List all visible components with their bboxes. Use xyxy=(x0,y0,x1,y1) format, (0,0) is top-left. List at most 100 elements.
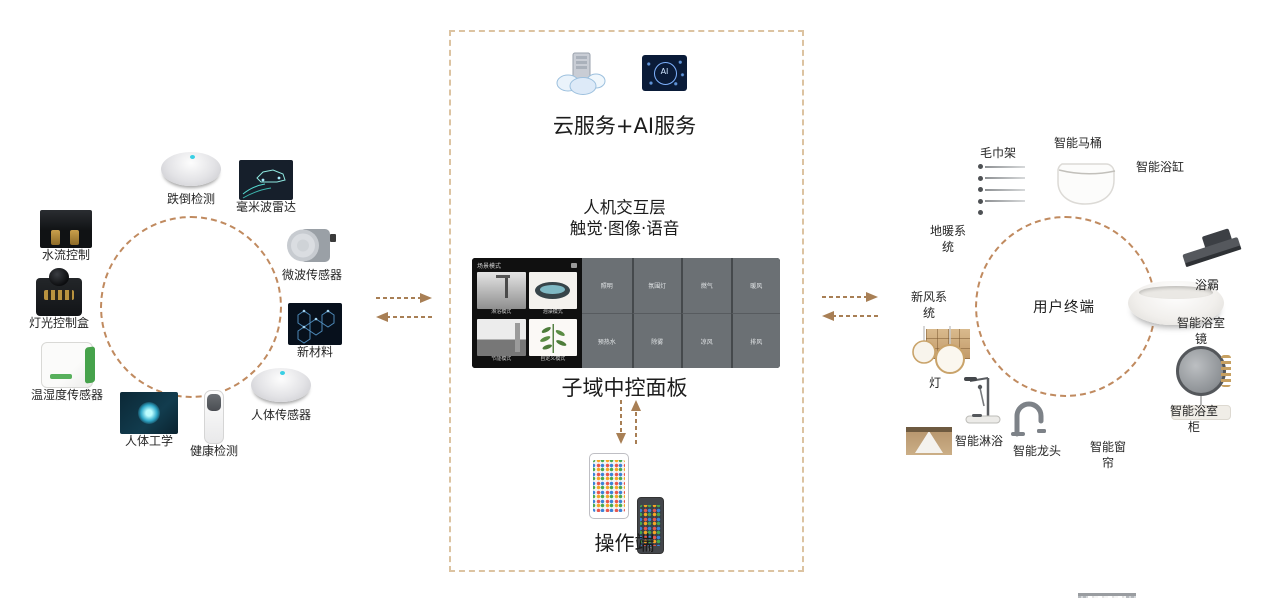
bathroom-mirror-icon xyxy=(1176,346,1231,396)
mirror-stem xyxy=(1200,396,1202,405)
human-presence-sensor-icon xyxy=(251,368,311,408)
fresh-air-system-icon xyxy=(906,427,952,455)
control-panel-image: 场景模式 淋浴模式 泡澡模式 节能模式 xyxy=(472,258,780,368)
scene-tile-caption: 自定义模式 xyxy=(540,356,566,362)
scene-tile-grid: 淋浴模式 泡澡模式 节能模式 xyxy=(477,272,577,363)
ai-network-icon xyxy=(642,55,687,91)
device-label: 人体工学 xyxy=(124,434,173,448)
scene-mode-panel: 场景模式 淋浴模式 泡澡模式 节能模式 xyxy=(472,258,582,368)
mmwave-radar-icon xyxy=(239,160,293,200)
device-label: 智能浴室镜 xyxy=(1176,316,1225,346)
shower-thumb-image xyxy=(477,272,526,309)
device-label: 地暖系统 xyxy=(929,224,966,254)
device-light-control-box: 灯光控制盒 xyxy=(28,268,90,332)
panel-button[interactable]: 除雾 xyxy=(631,313,681,368)
panel-button-grid: 照明 氛围灯 燃气 暖风 预热水 除雾 凉风 排风 xyxy=(582,258,780,368)
panel-button[interactable]: 排风 xyxy=(730,313,780,368)
device-health-monitor: 健康检测 xyxy=(186,390,242,460)
panel-button[interactable]: 照明 xyxy=(600,283,613,290)
arrow-center-to-right-icon xyxy=(822,292,878,302)
plant-thumb-image xyxy=(528,319,577,356)
device-label: 智能淋浴 xyxy=(954,434,1003,448)
scene-tile-shower[interactable]: 淋浴模式 xyxy=(477,272,526,316)
smart-curtain-icon xyxy=(1078,593,1136,598)
device-label: 智能窗帘 xyxy=(1089,440,1126,470)
smart-toilet-icon xyxy=(1057,163,1116,205)
scene-tile-bath[interactable]: 泡澡模式 xyxy=(528,272,577,316)
bathtub-thumb-image xyxy=(528,272,577,309)
device-label: 微波传感器 xyxy=(281,268,342,282)
bathroom-cabinet-icon xyxy=(1171,405,1231,420)
scene-header-label: 场景模式 xyxy=(477,263,502,270)
microwave-sensor-icon xyxy=(287,229,336,262)
device-label: 人体传感器 xyxy=(250,408,311,422)
health-monitor-icon xyxy=(204,390,224,444)
scene-tile-eco[interactable]: 节能模式 xyxy=(477,319,526,363)
interaction-layer-title: 人机交互层 触觉·图像·语音 xyxy=(449,198,800,239)
light-control-box-icon xyxy=(36,268,82,316)
device-label: 智能浴缸 xyxy=(1135,160,1184,174)
device-water-flow-control: 水流控制 xyxy=(38,210,94,264)
arrow-left-to-center-icon xyxy=(376,293,432,303)
center-domain-box xyxy=(449,30,804,572)
left-sensor-circle xyxy=(100,216,282,398)
device-label: 跌倒检测 xyxy=(166,192,215,206)
menu-icon xyxy=(571,263,577,268)
smart-bathtub-icon xyxy=(1128,281,1224,325)
panel-button[interactable]: 凉风 xyxy=(681,313,731,368)
user-terminal-label: 用户终端 xyxy=(1033,300,1095,316)
smart-shower-icon xyxy=(964,377,1001,424)
panel-button[interactable]: 预热水 xyxy=(582,313,632,368)
scene-panel-header: 场景模式 xyxy=(477,261,577,270)
device-label: 智能浴室柜 xyxy=(1169,404,1218,434)
smart-faucet-icon xyxy=(1011,401,1046,437)
device-label: 浴霸 xyxy=(1194,278,1219,292)
arrow-right-to-center-icon xyxy=(822,311,878,321)
device-label: 毛巾架 xyxy=(979,146,1016,160)
cloud-ai-title: 云服务+AI服务 xyxy=(552,114,697,138)
bathroom-thumb-image xyxy=(477,319,526,356)
subdomain-panel-title: 子域中控面板 xyxy=(561,376,688,400)
device-label: 温湿度传感器 xyxy=(30,388,103,402)
device-mmwave-radar: 毫米波雷达 xyxy=(234,160,298,216)
arrow-panel-to-operator-icon xyxy=(616,400,626,444)
panel-button[interactable]: 暖风 xyxy=(730,258,781,313)
device-label: 智能马桶 xyxy=(1053,136,1102,150)
arrow-center-to-left-icon xyxy=(376,312,432,322)
device-label: 毫米波雷达 xyxy=(235,200,296,214)
device-label: 健康检测 xyxy=(189,444,238,458)
scene-tile-caption: 淋浴模式 xyxy=(491,309,512,315)
panel-button[interactable]: 燃气 xyxy=(681,258,731,313)
device-human-presence-sensor: 人体传感器 xyxy=(250,368,312,424)
device-temp-humidity-sensor: 温湿度传感器 xyxy=(30,342,104,404)
scene-tile-caption: 泡澡模式 xyxy=(542,309,563,315)
device-label: 新材料 xyxy=(296,345,333,359)
device-label: 新风系统 xyxy=(910,290,947,320)
panel-button[interactable]: 氛围灯 xyxy=(631,258,682,313)
cloud-server-icon xyxy=(556,52,606,95)
interaction-layer-line2: 触觉·图像·语音 xyxy=(569,218,680,238)
device-label: 灯光控制盒 xyxy=(28,316,89,330)
pendant-lamp-icon xyxy=(912,326,965,374)
new-material-icon xyxy=(288,303,342,345)
bathroom-heater-icon xyxy=(1182,228,1242,267)
device-new-material: 新材料 xyxy=(288,303,342,361)
device-label: 灯 xyxy=(928,376,941,390)
device-label: 智能龙头 xyxy=(1012,444,1061,458)
operator-title: 操作端 xyxy=(594,531,655,555)
scene-tile-custom[interactable]: 自定义模式 xyxy=(528,319,577,363)
ergonomics-icon xyxy=(120,392,178,434)
device-microwave-sensor: 微波传感器 xyxy=(280,224,344,284)
water-flow-controller-icon xyxy=(40,210,92,248)
arrow-operator-to-panel-icon xyxy=(631,400,641,444)
fall-detection-sensor-icon xyxy=(161,152,221,192)
device-fall-detection: 跌倒检测 xyxy=(152,152,230,208)
smart-mirror-cabinet-icon xyxy=(1171,346,1231,420)
device-ergonomics: 人体工学 xyxy=(120,392,178,450)
interaction-layer-line1: 人机交互层 xyxy=(583,198,666,217)
phone-icon xyxy=(637,497,664,554)
towel-rack-icon xyxy=(978,164,1025,215)
scene-tile-caption: 节能模式 xyxy=(491,356,512,362)
temperature-humidity-sensor-icon xyxy=(41,342,93,388)
